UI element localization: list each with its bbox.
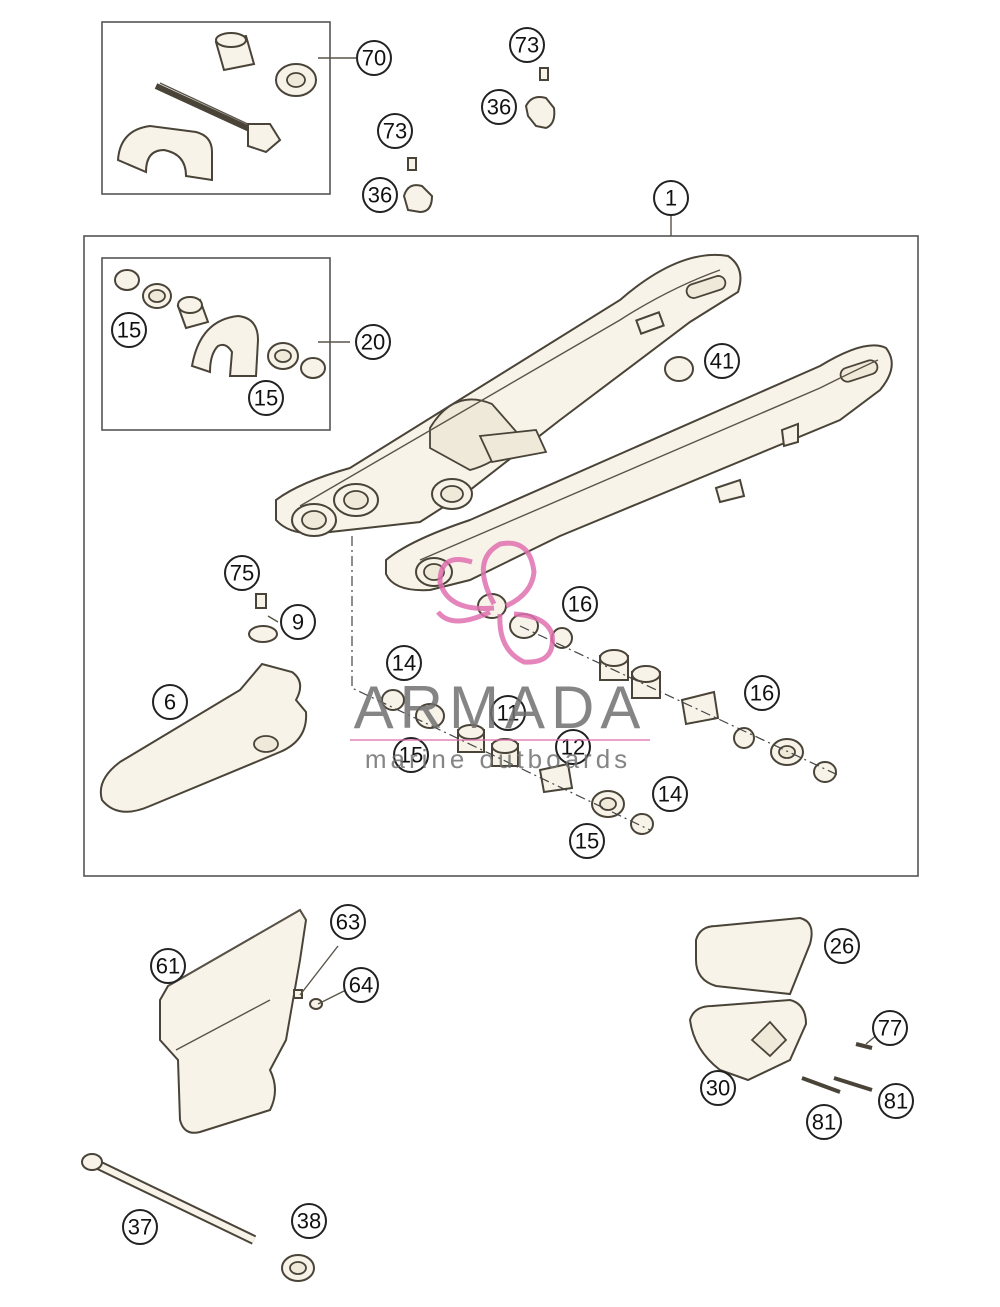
chain-guide-parts [688,916,873,1094]
svg-text:6: 6 [164,690,176,715]
svg-text:14: 14 [658,782,682,807]
callout-16-b: 16 [744,675,780,711]
callout-16-a: 16 [562,586,598,622]
svg-text:38: 38 [297,1209,321,1234]
callout-11: 11 [490,695,526,731]
callout-37: 37 [122,1209,158,1245]
callout-26: 26 [824,928,860,964]
callout-14-b: 14 [652,776,688,812]
svg-text:11: 11 [497,701,520,726]
svg-text:30: 30 [706,1076,730,1101]
callout-9: 9 [280,604,316,640]
svg-text:1: 1 [665,186,677,211]
svg-text:63: 63 [336,910,360,935]
svg-text:15: 15 [575,829,599,854]
callout-20: 20 [355,324,391,360]
svg-text:73: 73 [383,119,407,144]
callout-36-b: 36 [362,177,398,213]
swingarm-body [275,254,893,592]
svg-text:81: 81 [884,1089,908,1114]
callout-70: 70 [356,40,392,76]
svg-text:15: 15 [117,318,141,343]
svg-text:41: 41 [710,349,734,374]
svg-text:61: 61 [156,954,180,979]
svg-text:70: 70 [362,46,386,71]
kit-20-parts [114,269,326,379]
propeller-logo [436,540,555,665]
svg-text:20: 20 [361,330,385,355]
axle-parts [81,1153,315,1282]
svg-text:16: 16 [568,592,592,617]
watermark: ARMADA marine outboards [350,540,650,774]
svg-text:75: 75 [230,561,254,586]
callout-61: 61 [150,948,186,984]
callout-81-b: 81 [806,1104,842,1140]
callout-81-a: 81 [878,1083,914,1119]
watermark-tagline: marine outboards [365,744,631,774]
svg-text:77: 77 [878,1016,902,1041]
swingarm-frame [83,235,919,877]
svg-text:14: 14 [392,651,416,676]
svg-text:26: 26 [830,934,854,959]
callout-36-a: 36 [481,89,517,125]
callout-15-d: 15 [569,823,605,859]
svg-text:36: 36 [487,95,511,120]
callout-1: 1 [653,180,689,216]
callout-38: 38 [291,1203,327,1239]
callout-6: 6 [152,684,188,720]
pivot-hardware [248,593,837,835]
svg-text:15: 15 [254,386,278,411]
watermark-brand: ARMADA [354,674,647,741]
callout-15-b: 15 [248,380,284,416]
kit-70-frame [101,21,331,195]
callout-12: 12 [555,729,591,765]
callout-15-c: 15 [393,737,429,773]
svg-text:12: 12 [561,735,585,760]
callout-41: 41 [704,343,740,379]
callout-73-b: 73 [377,113,413,149]
chain-guard-parts [159,908,323,1134]
callout-77: 77 [872,1010,908,1046]
callout-15-a: 15 [111,312,147,348]
svg-text:15: 15 [399,743,423,768]
chain-slider-shape [99,662,308,813]
callout-30: 30 [700,1070,736,1106]
svg-text:64: 64 [349,973,373,998]
svg-text:16: 16 [750,681,774,706]
svg-text:37: 37 [128,1215,152,1240]
part-41-shape [664,356,694,382]
svg-text:9: 9 [292,610,304,635]
svg-text:36: 36 [368,183,392,208]
svg-text:81: 81 [812,1110,836,1135]
kit-70-parts [116,32,317,182]
clip-parts [402,67,556,214]
callout-73-a: 73 [509,27,545,63]
callout-63: 63 [330,904,366,940]
callout-75: 75 [224,555,260,591]
kit-20-frame [101,257,331,431]
svg-text:73: 73 [515,33,539,58]
callout-64: 64 [343,967,379,1003]
chain-slider-hole [253,735,279,753]
callout-14-a: 14 [386,645,422,681]
